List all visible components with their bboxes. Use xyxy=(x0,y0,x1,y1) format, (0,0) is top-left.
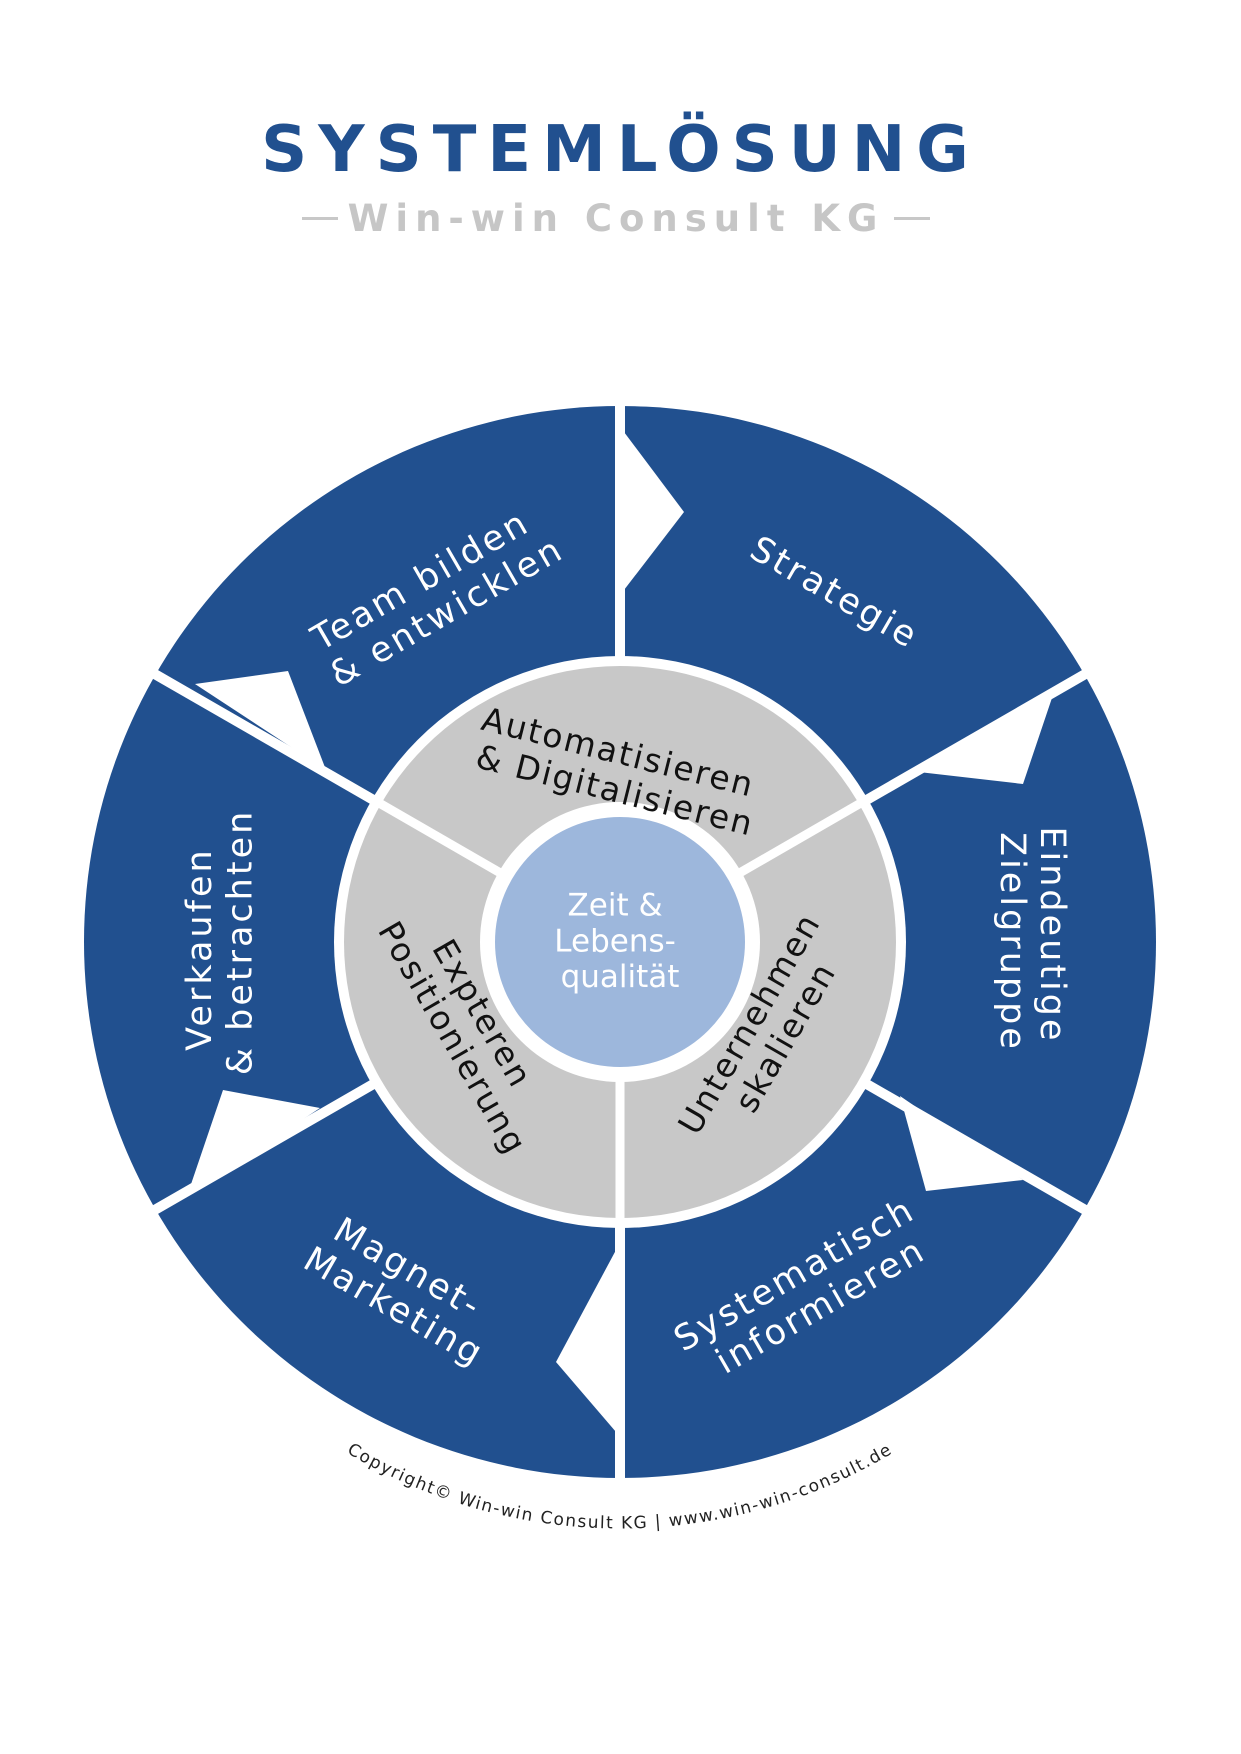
subtitle-row: Win-win Consult KG xyxy=(302,196,931,240)
segment-label-verkaufen: Verkaufen & betrachten xyxy=(180,809,260,1076)
arrow-notch-bottom-left xyxy=(187,1090,320,1196)
arrow-notch-top-left xyxy=(195,671,326,770)
company-subtitle: Win-win Consult KG xyxy=(347,196,885,240)
arrow-notch-top xyxy=(624,432,684,590)
subtitle-divider-right xyxy=(894,216,931,220)
core-circle xyxy=(495,817,745,1067)
arrow-notch-top-right xyxy=(910,689,1055,784)
arrow-notch-bottom xyxy=(556,1250,616,1432)
page-title: SYSTEMLÖSUNG xyxy=(261,113,980,187)
subtitle-divider-left xyxy=(302,216,338,220)
flow-arrow-notches xyxy=(187,432,1055,1432)
center-label: Zeit & Lebens- qualität xyxy=(554,888,685,995)
arrow-notch-bottom-right xyxy=(900,1096,1023,1191)
segment-label-zielgruppe: Eindeutige Zielgruppe xyxy=(992,826,1072,1057)
